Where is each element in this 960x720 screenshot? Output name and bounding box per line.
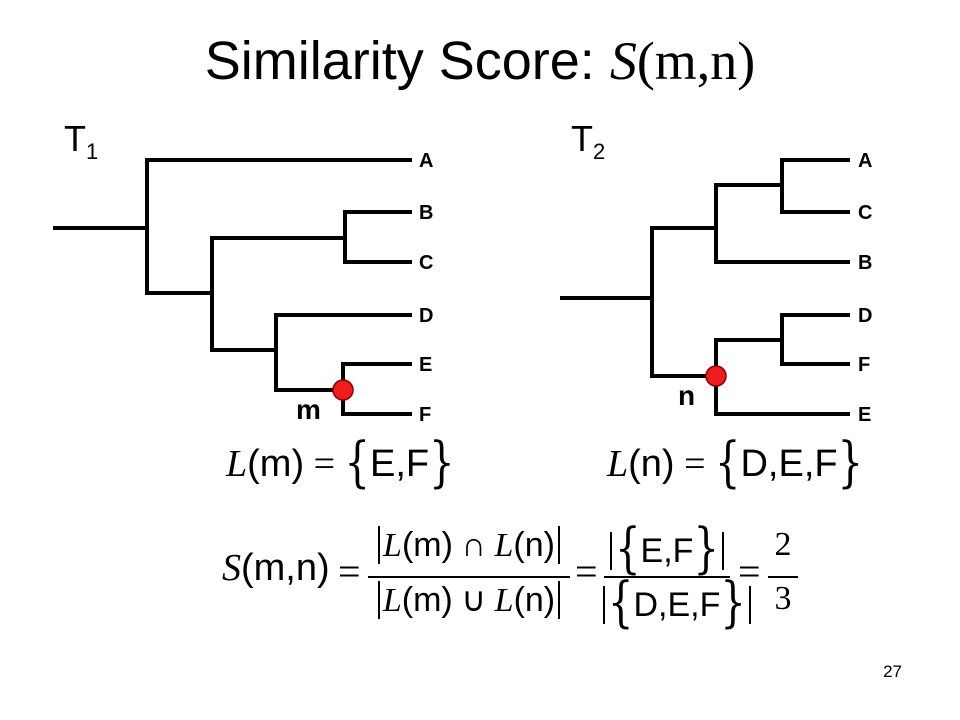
t2-leaf: B	[858, 252, 873, 274]
node-m-marker	[332, 379, 354, 401]
t2-leaf: C	[858, 202, 873, 224]
tree-label-t1: T1	[64, 118, 99, 164]
t1-leaf: E	[419, 354, 433, 376]
t2-leaf: F	[858, 354, 871, 376]
t1-leaf: B	[419, 202, 434, 224]
set-numerator: {E,F}	[604, 518, 730, 580]
score-fraction-bar	[368, 576, 570, 578]
t1-leaf: F	[419, 404, 432, 426]
title-args: (m,n)	[636, 31, 756, 91]
title-function: S	[609, 31, 637, 91]
tree-label-t2: T2	[571, 118, 606, 164]
slide-title: Similarity Score: S(m,n)	[0, 30, 960, 92]
node-m-label: m	[296, 394, 321, 425]
leaf-set-m-equation: L(m) = {E,F}	[226, 431, 455, 495]
set-fraction-bar	[604, 576, 730, 578]
set-denominator: {D,E,F}	[600, 572, 751, 634]
score-equals-1: =	[338, 549, 361, 594]
score-equals-3: =	[738, 549, 761, 594]
t2-leaf: A	[858, 150, 873, 172]
leaf-set-n-equation: L(n) = {D,E,F}	[607, 431, 864, 495]
tree-t2-edges	[560, 158, 850, 416]
t1-leaf: D	[419, 305, 434, 327]
t1-leaf: A	[419, 150, 434, 172]
score-equals-2: =	[575, 549, 598, 594]
page-number: 27	[883, 662, 902, 681]
result-fraction-bar	[768, 576, 798, 578]
score-denominator: L(m) ∪ L(n)	[368, 580, 570, 620]
t2-leaf: E	[858, 404, 872, 426]
score-lhs: S(m,n)	[222, 547, 330, 589]
tree-t1-edges	[53, 158, 412, 416]
title-text: Similarity Score:	[204, 31, 610, 91]
result-numerator: 2	[774, 526, 792, 563]
result-denominator: 3	[774, 580, 792, 617]
node-n-marker	[705, 365, 727, 387]
score-numerator: L(m) ∩ L(n)	[368, 526, 570, 565]
t1-leaf: C	[419, 252, 434, 274]
t2-leaf: D	[858, 305, 873, 327]
node-n-label: n	[678, 380, 696, 411]
